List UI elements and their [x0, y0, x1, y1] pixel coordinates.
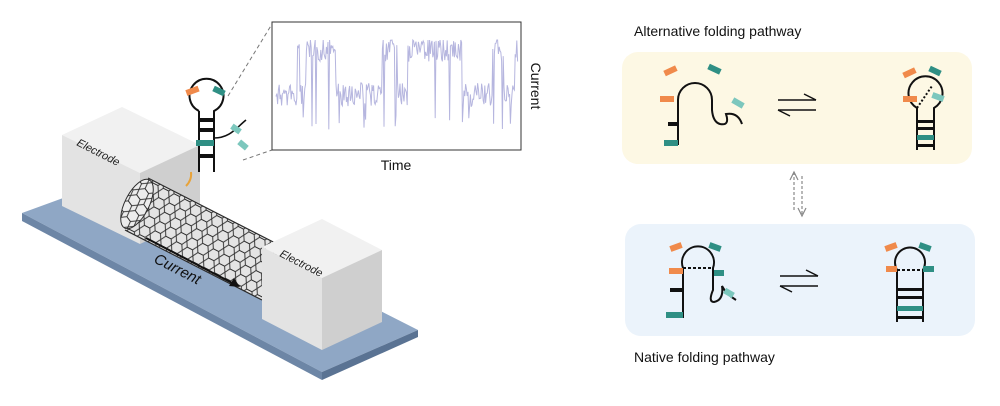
tethered-hairpin	[185, 77, 249, 172]
carbon-nanotube	[120, 177, 286, 301]
alternative-pathway-panel	[622, 52, 972, 164]
zoom-guide-lines	[227, 23, 273, 161]
native-pathway-title: Native folding pathway	[634, 349, 775, 365]
current-trace-plot: Time Current	[271, 21, 544, 173]
native-structure-left	[666, 242, 737, 318]
device-illustration: Electrode Electrode Current	[22, 23, 418, 380]
alternative-pathway-title: Alternative folding pathway	[634, 23, 801, 39]
alternative-structure-left	[660, 63, 745, 146]
electrode-right	[262, 219, 382, 350]
native-structure-right	[884, 242, 934, 322]
linker	[185, 171, 193, 187]
current-arrow	[145, 237, 239, 287]
trace-ylabel: Current	[528, 63, 544, 110]
native-equilibrium-arrows	[779, 269, 819, 293]
native-pathway-panel	[625, 224, 975, 336]
alternative-structure-right	[902, 65, 945, 150]
trace-xlabel: Time	[381, 157, 412, 173]
current-trace	[275, 38, 519, 130]
interpathway-equilibrium-arrows	[789, 170, 807, 218]
substrate-edge	[22, 213, 322, 380]
substrate-edge-right	[322, 330, 418, 380]
alternative-equilibrium-arrows	[777, 93, 817, 117]
